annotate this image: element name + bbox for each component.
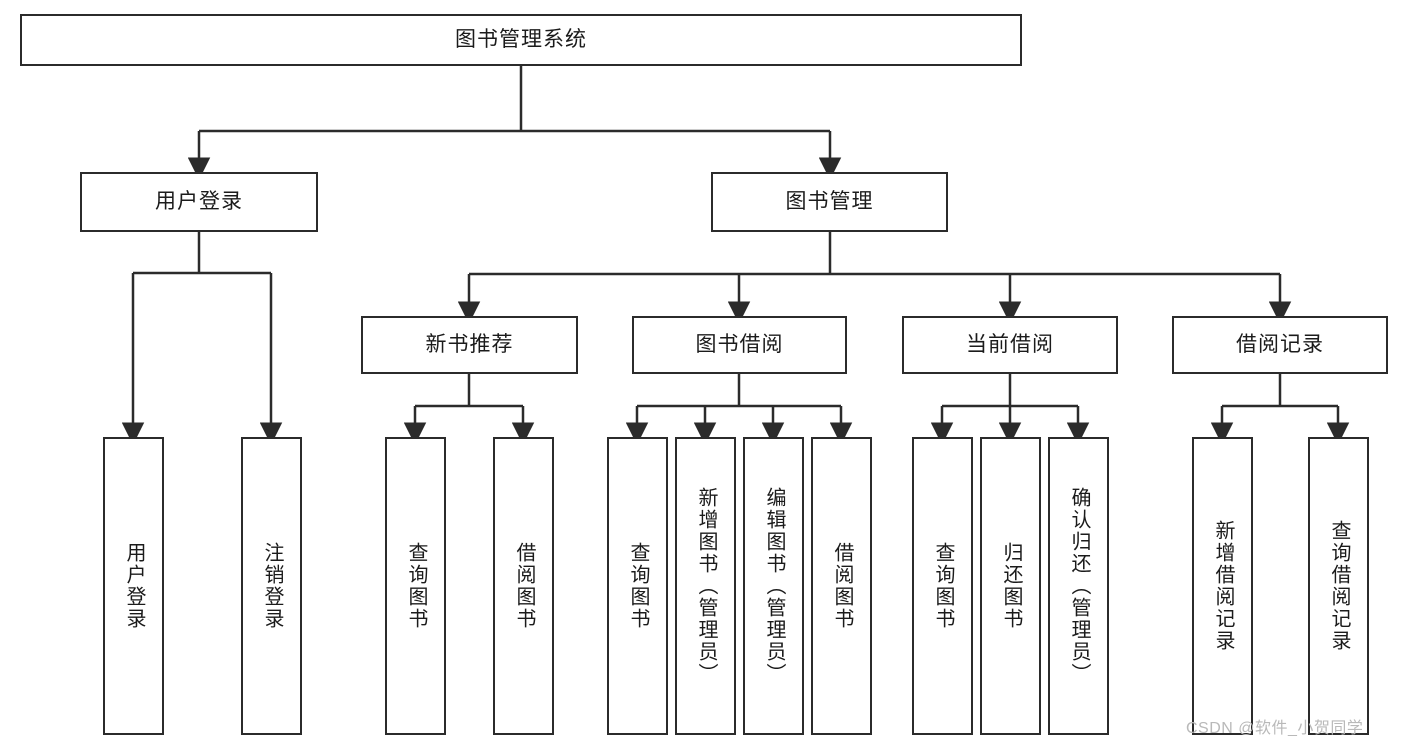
leaf-query-book-1[interactable]: 查询图书 bbox=[385, 437, 446, 735]
leaf-query-book-1-label: 查询图书 bbox=[405, 542, 427, 630]
leaf-confirm-return-label: 确认归还（管理员） bbox=[1068, 487, 1090, 685]
leaf-query-book-3[interactable]: 查询图书 bbox=[912, 437, 973, 735]
leaf-query-record-label: 查询借阅记录 bbox=[1328, 520, 1350, 652]
leaf-return-book[interactable]: 归还图书 bbox=[980, 437, 1041, 735]
leaf-add-book-label: 新增图书（管理员） bbox=[695, 487, 717, 685]
node-book-borrow[interactable]: 图书借阅 bbox=[632, 316, 847, 374]
leaf-borrow-book-1-label: 借阅图书 bbox=[513, 542, 535, 630]
leaf-logout[interactable]: 注销登录 bbox=[241, 437, 302, 735]
node-book-manage[interactable]: 图书管理 bbox=[711, 172, 948, 232]
node-book-borrow-label: 图书借阅 bbox=[695, 333, 784, 357]
node-root[interactable]: 图书管理系统 bbox=[20, 14, 1022, 66]
node-borrow-record[interactable]: 借阅记录 bbox=[1172, 316, 1388, 374]
leaf-borrow-book-1[interactable]: 借阅图书 bbox=[493, 437, 554, 735]
leaf-query-record[interactable]: 查询借阅记录 bbox=[1308, 437, 1369, 735]
leaf-borrow-book-2[interactable]: 借阅图书 bbox=[811, 437, 872, 735]
leaf-edit-book[interactable]: 编辑图书（管理员） bbox=[743, 437, 804, 735]
node-current-borrow[interactable]: 当前借阅 bbox=[902, 316, 1118, 374]
node-new-book-rec[interactable]: 新书推荐 bbox=[361, 316, 578, 374]
leaf-add-record-label: 新增借阅记录 bbox=[1212, 520, 1234, 652]
node-root-label: 图书管理系统 bbox=[455, 28, 587, 52]
node-user-login[interactable]: 用户登录 bbox=[80, 172, 318, 232]
node-new-book-rec-label: 新书推荐 bbox=[425, 333, 514, 357]
leaf-return-book-label: 归还图书 bbox=[1000, 542, 1022, 630]
leaf-edit-book-label: 编辑图书（管理员） bbox=[763, 487, 785, 685]
leaf-query-book-3-label: 查询图书 bbox=[932, 542, 954, 630]
node-book-manage-label: 图书管理 bbox=[785, 190, 874, 214]
leaf-query-book-2[interactable]: 查询图书 bbox=[607, 437, 668, 735]
leaf-add-record[interactable]: 新增借阅记录 bbox=[1192, 437, 1253, 735]
node-user-login-label: 用户登录 bbox=[155, 190, 243, 214]
leaf-add-book[interactable]: 新增图书（管理员） bbox=[675, 437, 736, 735]
leaf-confirm-return[interactable]: 确认归还（管理员） bbox=[1048, 437, 1109, 735]
leaf-logout-label: 注销登录 bbox=[261, 542, 283, 630]
leaf-user-login[interactable]: 用户登录 bbox=[103, 437, 164, 735]
leaf-user-login-label: 用户登录 bbox=[123, 542, 145, 630]
node-current-borrow-label: 当前借阅 bbox=[966, 333, 1054, 357]
node-borrow-record-label: 借阅记录 bbox=[1236, 333, 1324, 357]
leaf-borrow-book-2-label: 借阅图书 bbox=[831, 542, 853, 630]
leaf-query-book-2-label: 查询图书 bbox=[627, 542, 649, 630]
